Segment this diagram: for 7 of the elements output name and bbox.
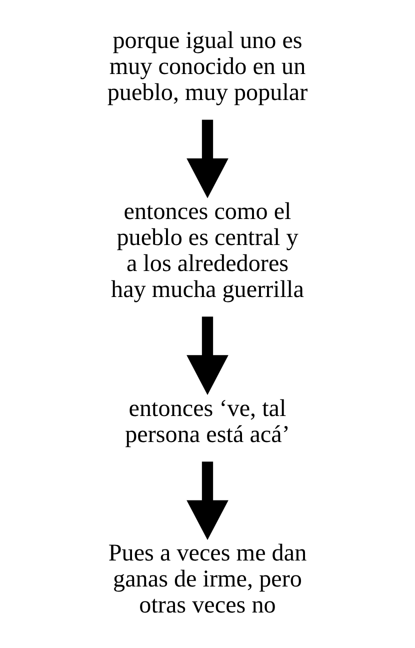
arrow: [186, 316, 228, 395]
node-text: Pues a veces me dan ganas de irme, pero otras veces no: [108, 540, 307, 619]
node-text: porque igual uno es muy conocido en un pueblo, muy popular: [107, 27, 308, 106]
arrow: [186, 120, 228, 198]
node-text: entonces ‘ve, tal persona está acá’: [125, 394, 290, 448]
node-text: entonces como el pueblo es central y a los alrededores hay mucha guerrilla: [111, 198, 304, 303]
arrow: [186, 462, 228, 540]
